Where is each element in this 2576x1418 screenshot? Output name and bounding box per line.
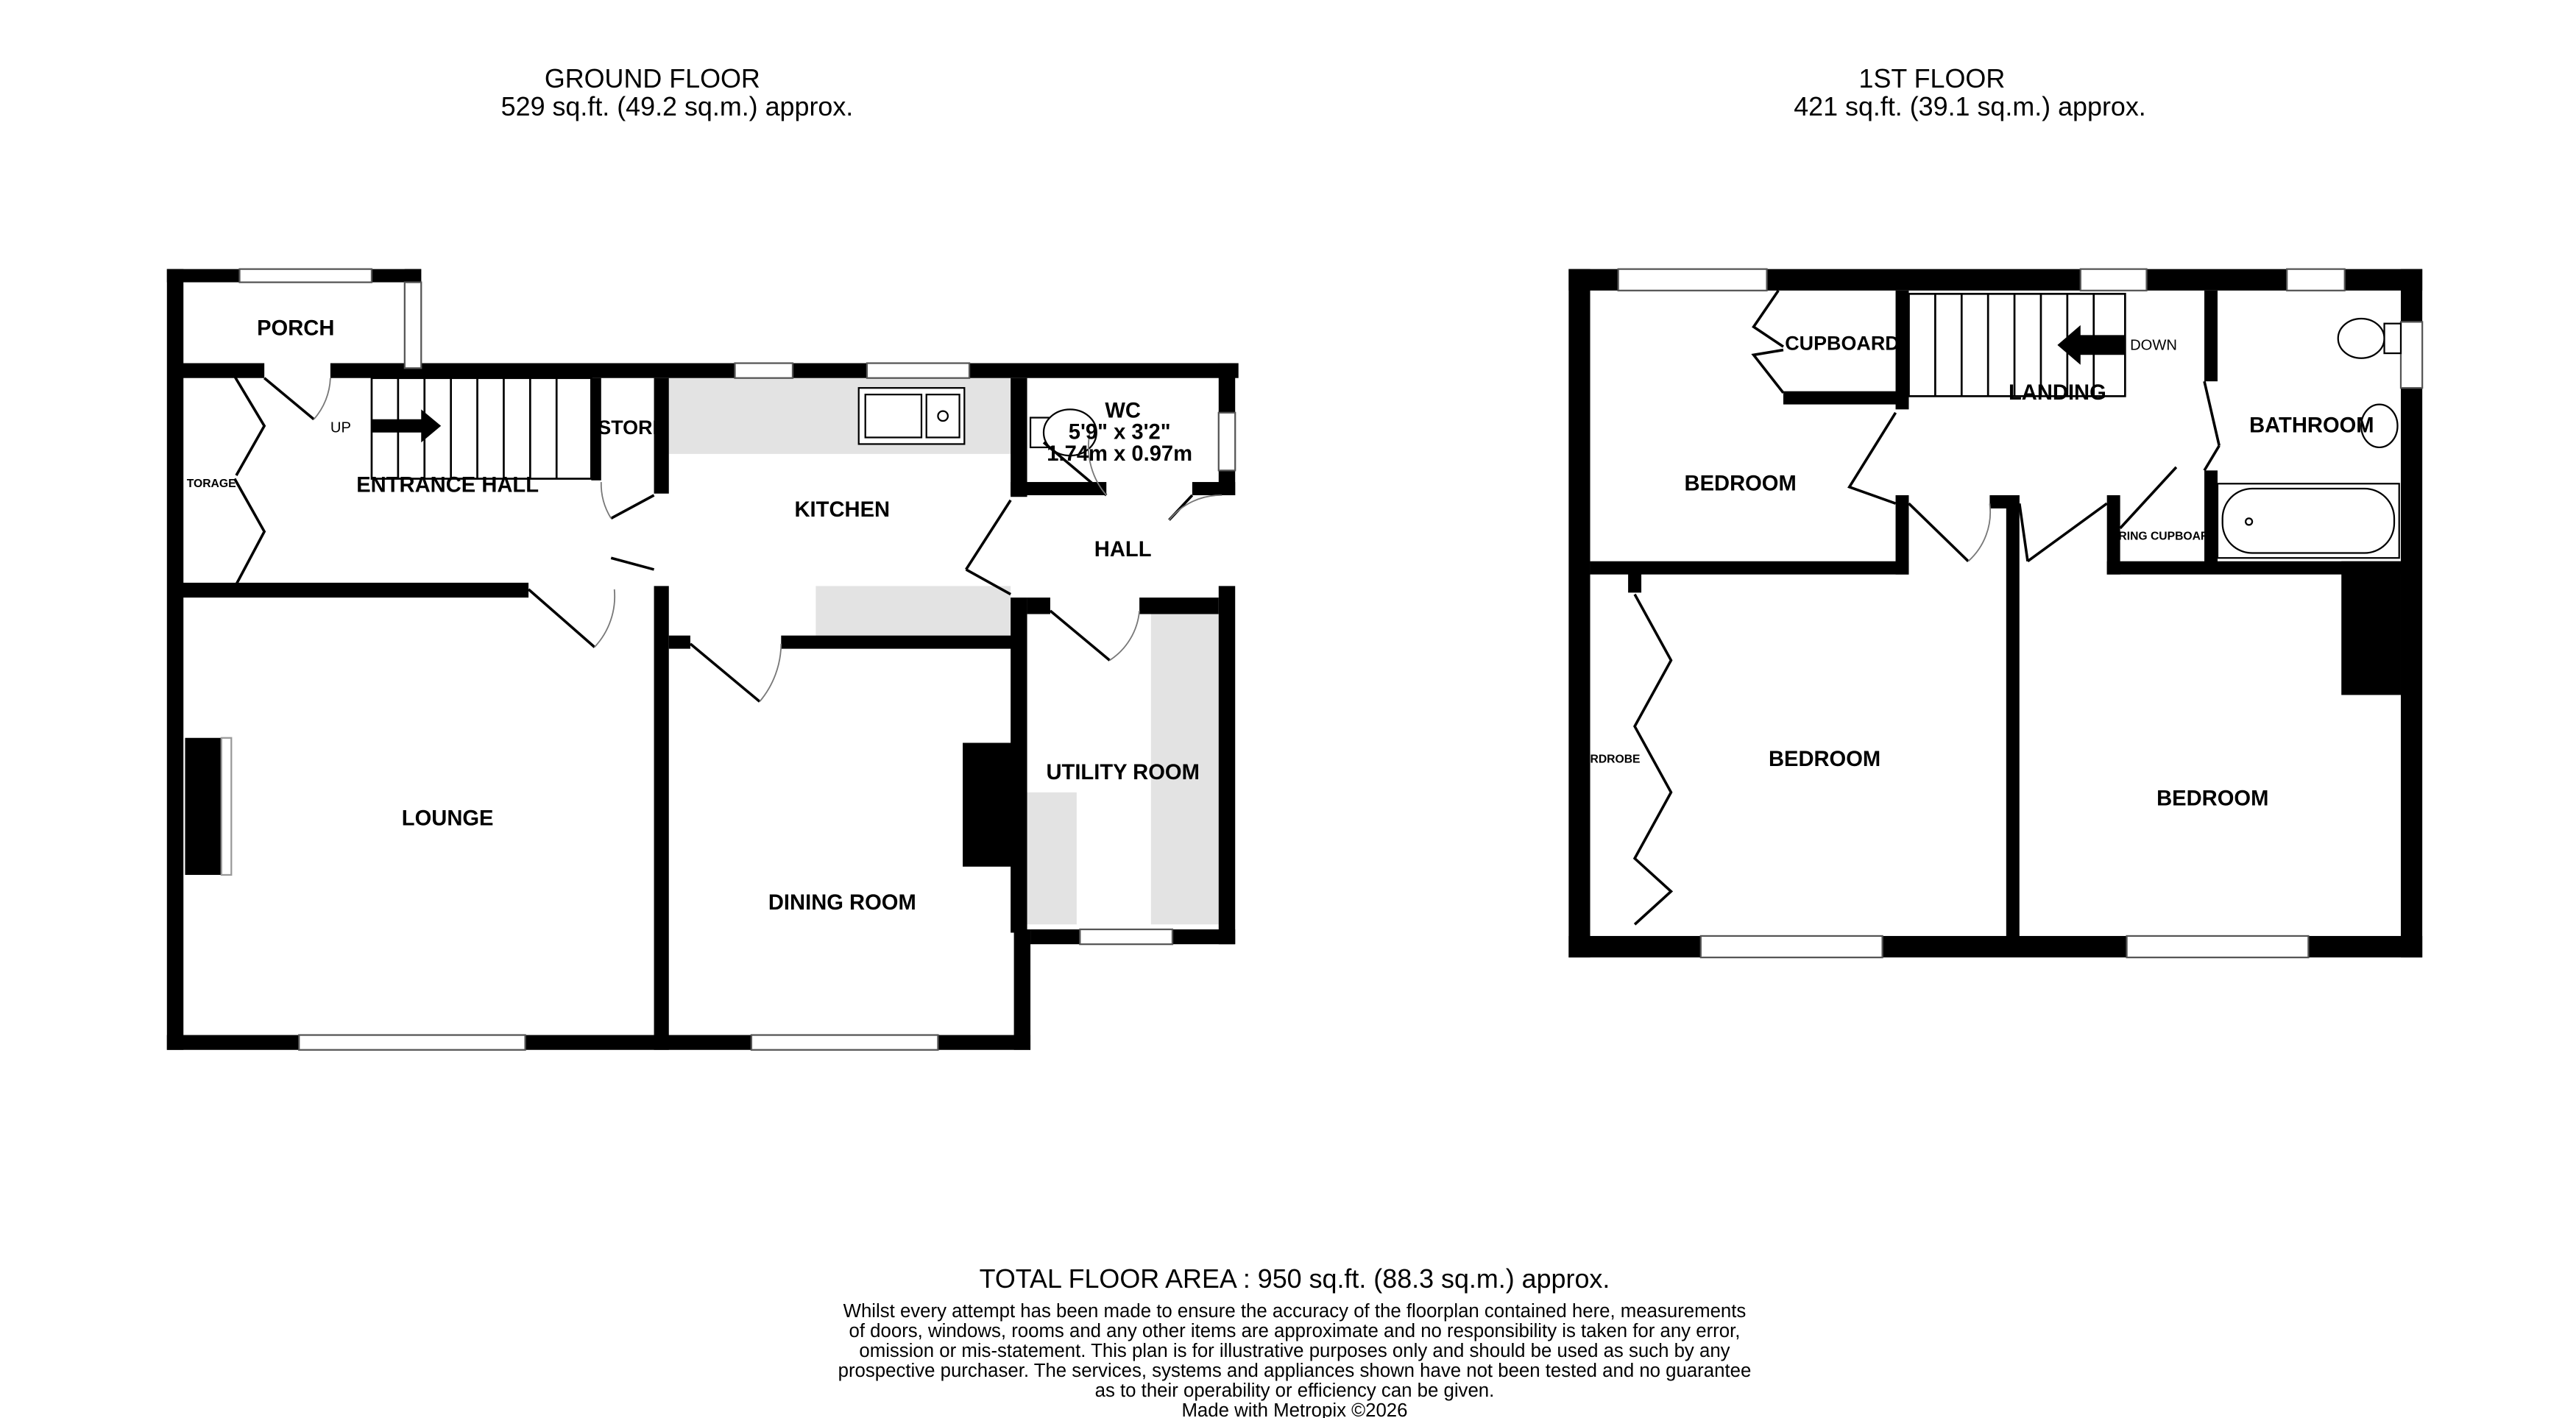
room-label-dining-room: DINING ROOM <box>768 891 916 915</box>
window <box>2286 268 2346 291</box>
room-label-hall: HALL <box>1094 538 1152 561</box>
patio-door <box>750 1034 939 1051</box>
room-label-porch: PORCH <box>257 316 334 340</box>
window <box>866 362 971 379</box>
room-label-wc: WC <box>1105 400 1141 423</box>
total-floor-area: TOTAL FLOOR AREA : 950 sq.ft. (88.3 sq.m… <box>980 1264 1610 1294</box>
window <box>1699 935 1883 959</box>
room-label-storage: TORAGE <box>187 478 236 490</box>
window <box>2079 268 2148 291</box>
ground-floor-area: 529 sq.ft. (49.2 sq.m.) approx. <box>501 92 854 121</box>
room-label-kitchen: KITCHEN <box>795 498 891 522</box>
room-label-bedroom: BEDROOM <box>1685 472 1797 495</box>
window <box>1617 268 1768 291</box>
stairs-down-arrow-icon <box>2057 325 2126 365</box>
room-label-wardrobe: RDROBE <box>1590 753 1641 765</box>
room-label-lounge: LOUNGE <box>402 807 494 831</box>
stairs-up-label: UP <box>330 420 351 436</box>
disclaimer-line: Whilst every attempt has been made to en… <box>843 1301 1747 1322</box>
disclaimer-line: as to their operability or efficiency ca… <box>1095 1380 1495 1401</box>
bathtub-icon <box>2216 483 2400 559</box>
window <box>403 281 422 369</box>
kitchen-sink-icon <box>857 387 966 445</box>
window <box>1079 928 1174 946</box>
ground-floor-plan: PORCH TORAGE UP ENTRANCE HALL STORE KITC… <box>166 268 1239 1051</box>
ground-floor-title: GROUND FLOOR <box>545 64 760 93</box>
room-label-bedroom: BEDROOM <box>2156 787 2268 811</box>
hearth <box>220 737 233 876</box>
room-label-airing-cupboard: RING CUPBOAR <box>2118 531 2209 543</box>
room-label-cupboard: CUPBOARD <box>1785 333 1899 355</box>
stairs-down-label: DOWN <box>2130 338 2177 354</box>
toilet-icon <box>2337 317 2402 359</box>
toilet-icon <box>1029 408 1097 457</box>
disclaimer-line: of doors, windows, rooms and any other i… <box>849 1321 1741 1341</box>
wc-dimensions-imperial: 5'9" x 3'2" <box>1069 421 1171 444</box>
staircase <box>1908 292 2126 397</box>
window <box>734 362 794 379</box>
kitchen-worktop <box>815 586 1011 636</box>
doors <box>1632 289 2221 926</box>
room-label-landing: LANDING <box>2009 381 2106 405</box>
doors <box>233 375 1222 703</box>
utility-worktop <box>1150 614 1219 925</box>
lounge-fireplace <box>185 737 222 875</box>
credit: Made with Metropix ©2026 <box>1181 1400 1407 1418</box>
window <box>1217 411 1236 472</box>
room-label-utility-room: UTILITY ROOM <box>1046 761 1199 784</box>
room-label-bedroom: BEDROOM <box>1769 748 1880 771</box>
chimney-breast <box>2341 561 2401 695</box>
room-label-bathroom: BATHROOM <box>2249 414 2374 438</box>
dining-chimney <box>963 742 1014 867</box>
utility-worktop <box>1027 792 1077 925</box>
window <box>238 268 373 283</box>
wc-dimensions-metric: 1.74m x 0.97m <box>1047 442 1192 466</box>
window <box>2399 321 2424 389</box>
first-floor-title: 1ST FLOOR <box>1859 64 2006 93</box>
window <box>2126 935 2310 959</box>
room-label-entrance-hall: ENTRANCE HALL <box>356 474 539 497</box>
first-floor-area: 421 sq.ft. (39.1 sq.m.) approx. <box>1794 92 2146 121</box>
stairs-up-arrow-icon <box>371 409 442 443</box>
disclaimer-line: prospective purchaser. The services, sys… <box>838 1361 1752 1381</box>
walls <box>1568 269 2423 958</box>
first-floor-plan: CUPBOARD DOWN LANDING BATHROOM BEDROOM R… <box>1568 268 2424 959</box>
room-label-store: STORE <box>598 416 665 439</box>
disclaimer-line: omission or mis-statement. This plan is … <box>859 1341 1730 1361</box>
window <box>298 1034 526 1051</box>
washbasin-icon <box>2360 403 2399 449</box>
